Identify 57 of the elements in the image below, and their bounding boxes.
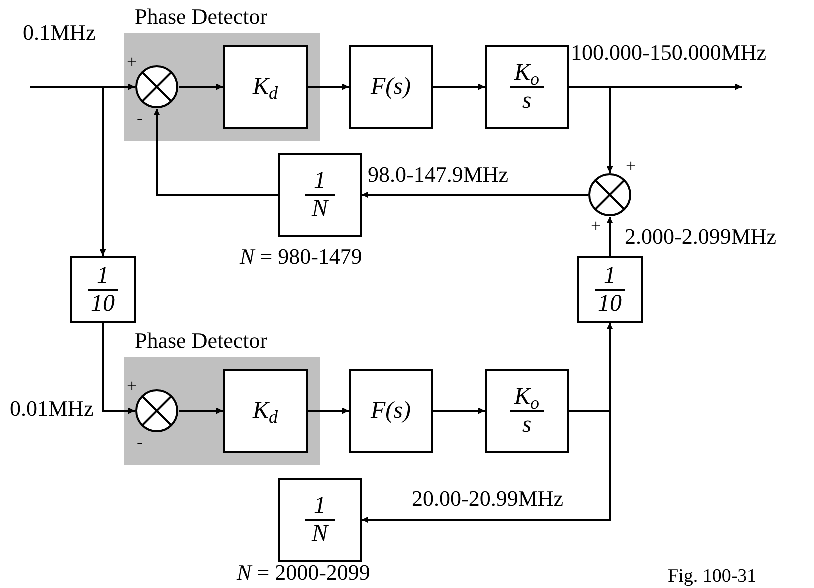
numerator: 1 bbox=[88, 262, 118, 290]
numerator: 1 bbox=[595, 262, 625, 290]
numerator: 1 bbox=[305, 493, 335, 521]
arrow bbox=[433, 408, 485, 414]
arrow bbox=[606, 217, 614, 256]
edge-label: 20.00-20.99MHz bbox=[412, 486, 564, 511]
arrow bbox=[102, 323, 135, 414]
arrow bbox=[100, 87, 106, 256]
numerator: 1 bbox=[305, 168, 335, 196]
figure-caption: Fig. 100-31 bbox=[668, 566, 757, 587]
arrow bbox=[569, 86, 614, 173]
denominator: 10 bbox=[91, 290, 115, 316]
block-box bbox=[278, 153, 362, 237]
sign-label: + bbox=[127, 52, 138, 72]
block-label: K$_{d}$ bbox=[252, 399, 278, 423]
denominator: s bbox=[522, 88, 532, 114]
denominator: 10 bbox=[598, 290, 622, 316]
arrow bbox=[179, 84, 223, 90]
block-box bbox=[485, 369, 569, 453]
arrow bbox=[308, 408, 349, 414]
denominator: N bbox=[312, 521, 328, 547]
edge-label: 0.1MHz bbox=[23, 20, 96, 45]
group-heading: Phase Detector bbox=[135, 6, 268, 28]
sign-label: + bbox=[591, 216, 602, 236]
block-label: F(s) bbox=[371, 399, 411, 423]
block-label: K$_{d}$ bbox=[252, 75, 278, 99]
block-box bbox=[349, 45, 433, 129]
block-label: F(s) bbox=[371, 75, 411, 99]
denominator: N bbox=[312, 196, 328, 222]
sign-label: + bbox=[127, 376, 138, 396]
sign-label: - bbox=[137, 432, 143, 452]
arrow bbox=[362, 192, 588, 198]
arrow bbox=[154, 109, 278, 196]
sign-label: - bbox=[137, 108, 143, 128]
edge-label: 0.01MHz bbox=[10, 396, 94, 421]
edge-label: 2.000-2.099MHz bbox=[625, 224, 777, 249]
block-box bbox=[223, 45, 308, 129]
arrow bbox=[362, 410, 611, 524]
block-box bbox=[485, 45, 569, 129]
edge-label: 100.000-150.000MHz bbox=[571, 40, 767, 65]
arrow bbox=[433, 84, 485, 90]
block-box bbox=[278, 478, 362, 562]
denominator: s bbox=[522, 412, 532, 438]
edge-label: 98.0-147.9MHz bbox=[368, 162, 509, 187]
arrow bbox=[308, 84, 349, 90]
block-box bbox=[223, 369, 308, 453]
arrow bbox=[179, 408, 223, 414]
group-heading: Phase Detector bbox=[135, 330, 268, 352]
numerator: K$_{o}$ bbox=[510, 384, 544, 412]
sign-label: + bbox=[626, 156, 636, 176]
block-box bbox=[349, 369, 433, 453]
divider-range-note: N = 980-1479 bbox=[240, 244, 362, 269]
arrow bbox=[30, 84, 135, 90]
divider-range-note: N = 2000-2099 bbox=[237, 560, 370, 585]
numerator: K$_{o}$ bbox=[510, 60, 544, 88]
block-box bbox=[577, 256, 643, 323]
block-box bbox=[70, 256, 136, 323]
